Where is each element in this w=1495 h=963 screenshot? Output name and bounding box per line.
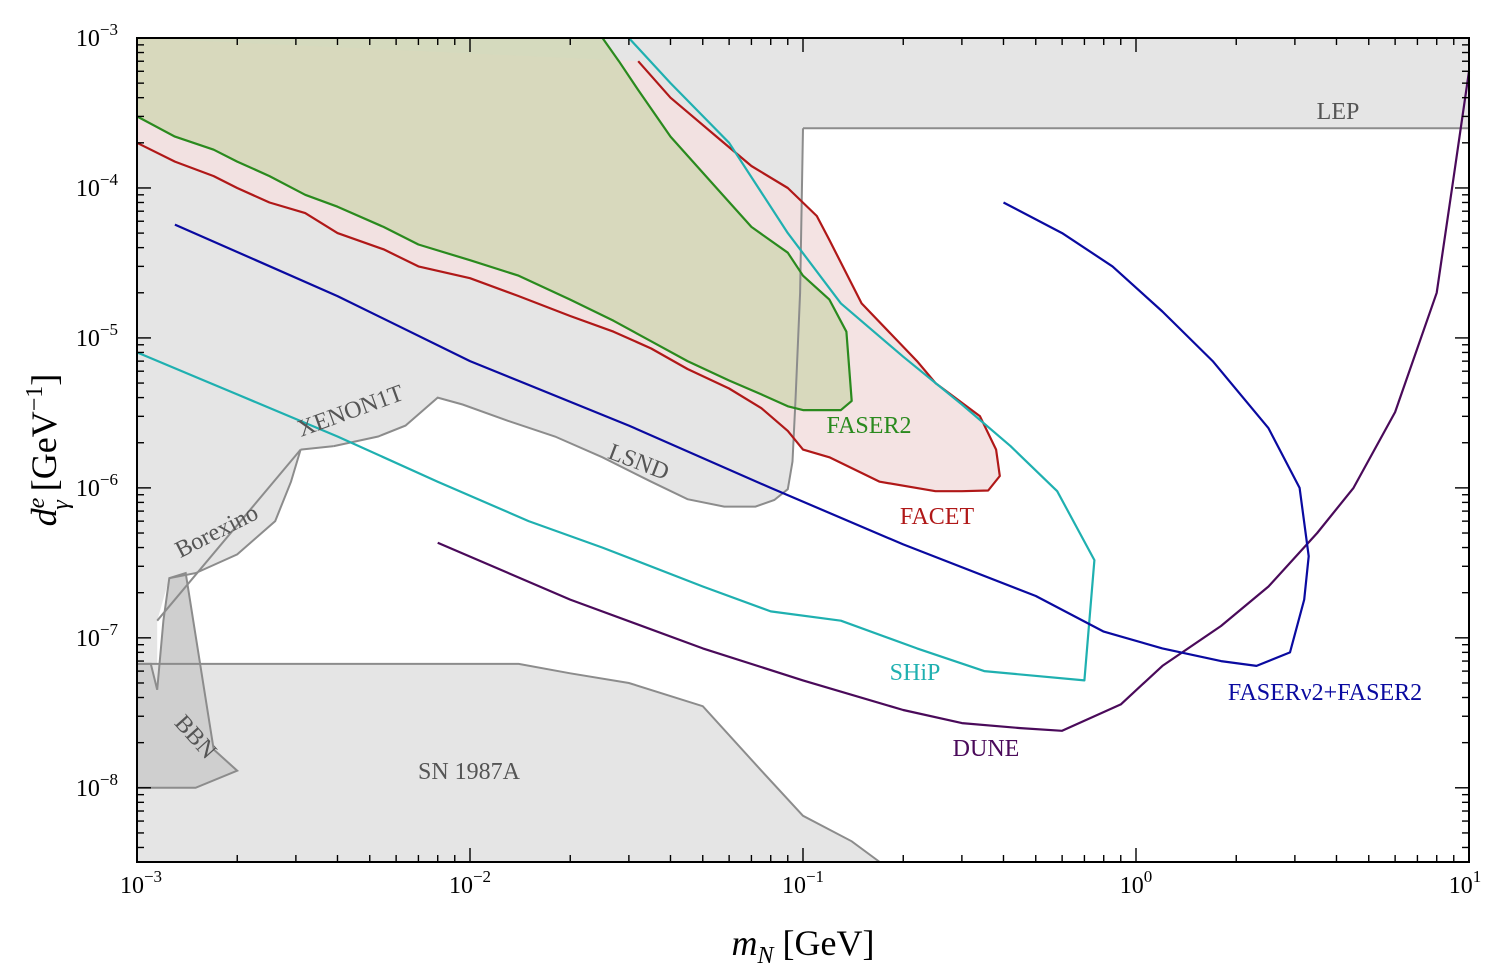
ship-curve: [136, 37, 1096, 682]
sn1987a-boundary: [137, 662, 881, 863]
axis-ticks: [136, 38, 1470, 862]
y-tick-label: 10−3: [76, 20, 118, 52]
x-axis-label: mN [GeV]: [732, 923, 875, 963]
x-tick-label: 10−1: [782, 867, 824, 899]
label-ship: SHiP: [890, 660, 941, 686]
y-tick-label: 10−4: [76, 170, 119, 202]
bbn-region: [136, 571, 240, 789]
faser2-fill: [137, 38, 852, 411]
y-axis-label: deγ [GeV−1]: [22, 374, 74, 527]
y-tick-label: 10−6: [76, 470, 118, 502]
x-tick-label: 100: [1120, 867, 1153, 899]
label-lep: LEP: [1317, 99, 1360, 125]
sn1987a-region: [137, 663, 880, 862]
x-tick-label: 10−3: [120, 867, 162, 899]
xenon1t-boundary: [300, 445, 334, 451]
label-facet: FACET: [900, 504, 975, 530]
y-tick-label: 10−7: [76, 620, 119, 652]
borexino-boundary: [156, 448, 302, 622]
facet-curve: [136, 60, 1001, 493]
dune-curve: [437, 71, 1471, 732]
x-tick-label: 10−2: [449, 867, 491, 899]
label-faser-2-faser2: FASERν2+FASER2: [1228, 680, 1422, 706]
label-faser2: FASER2: [827, 413, 912, 439]
faser2-curve: [136, 37, 853, 412]
x-tick-label: 101: [1449, 867, 1482, 899]
tick-labels: 10−3 10−2 10−1 100 101 10−8 10−7 10−6 10−5 10−4 10…: [76, 20, 1481, 899]
y-tick-label: 10−5: [76, 320, 118, 352]
label-sn-1987a: SN 1987A: [418, 759, 521, 785]
faser-nu2-curve: [174, 201, 1310, 667]
y-tick-label: 10−8: [76, 770, 118, 802]
label-dune: DUNE: [953, 736, 1020, 762]
exclusion-regions: [136, 38, 1469, 862]
projection-curves: [136, 37, 1471, 863]
lsnd-boundary: [333, 128, 804, 508]
